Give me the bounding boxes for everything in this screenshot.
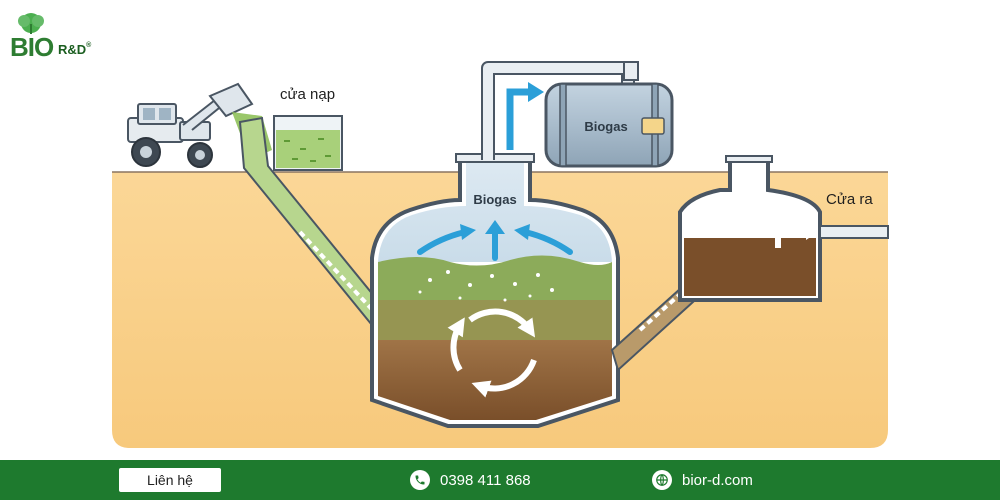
website-link[interactable]: bior-d.com (652, 468, 753, 492)
gas-pipe (481, 61, 639, 160)
inlet-label: cửa nạp (280, 86, 335, 103)
logo-text: BIO (10, 32, 54, 62)
gas-bubbles (418, 270, 554, 302)
tree-icon (18, 13, 44, 34)
biogas-diagram: Biogas Biogas cửa nạp Cửa ra (112, 61, 889, 448)
digester-tank (370, 153, 620, 428)
contact-button[interactable]: Liên hệ (119, 468, 221, 492)
brand-logo: BIO R&D® (8, 12, 118, 62)
circulation-icon (447, 308, 537, 398)
outlet-tank (678, 155, 889, 302)
globe-icon (652, 470, 672, 490)
tractor-illustration (127, 82, 254, 168)
biogas-storage-tank (544, 82, 674, 168)
footer-bar: Liên hệ 0398 411 868 bior-d.com (0, 460, 1000, 500)
tank-label: Biogas (584, 119, 627, 134)
outlet-label: Cửa ra (826, 191, 873, 208)
phone-number: 0398 411 868 (440, 471, 531, 489)
phone-link[interactable]: 0398 411 868 (410, 468, 531, 492)
inlet-box (273, 115, 343, 171)
logo-suffix: R&D® (58, 42, 92, 57)
gas-flow-arrows (417, 229, 573, 261)
dome-label: Biogas (473, 192, 516, 207)
website-url: bior-d.com (682, 471, 753, 489)
phone-icon (410, 470, 430, 490)
